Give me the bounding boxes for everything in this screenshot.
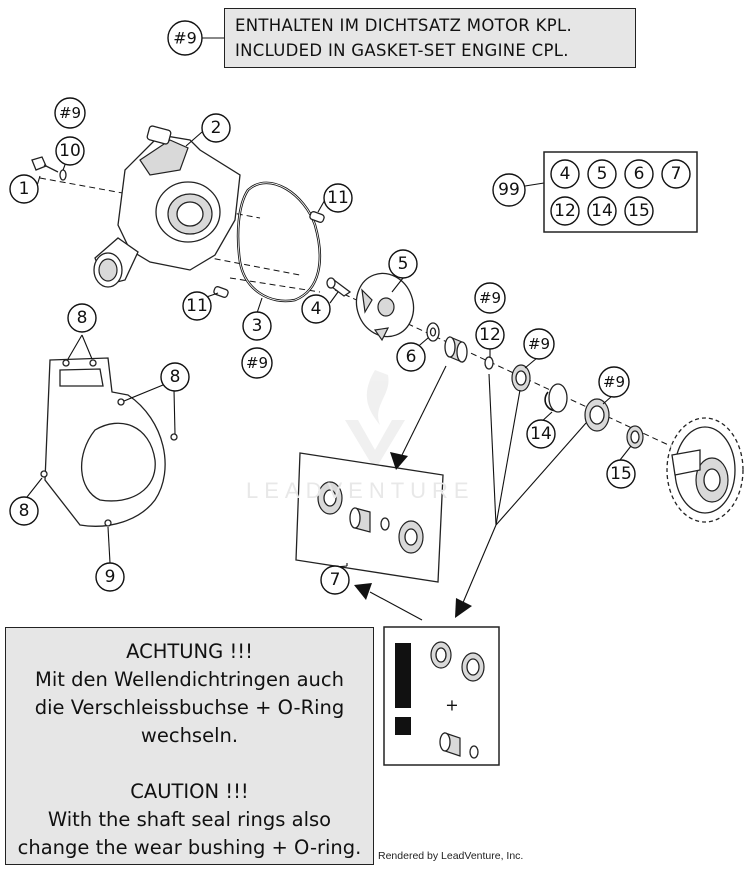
callout-7: 7 [320, 565, 350, 595]
kit-contents-box: 4 5 6 7 12 14 15 [543, 151, 698, 233]
svg-text:2: 2 [211, 118, 222, 138]
svg-text:4: 4 [311, 299, 322, 319]
caution-title-en: CAUTION !!! [130, 780, 249, 803]
shaft-components [426, 322, 644, 449]
kit-item: 5 [597, 164, 608, 184]
svg-text:3: 3 [252, 316, 263, 336]
callout-5: 5 [388, 249, 418, 279]
svg-text:5: 5 [398, 254, 409, 274]
kit-item: 14 [591, 201, 613, 221]
callout-8: 8 [160, 362, 190, 392]
caution-title-de: ACHTUNG !!! [126, 640, 253, 663]
svg-text:#9: #9 [173, 29, 197, 48]
callout-15: 15 [606, 459, 636, 489]
callout-9-ref: #9 [598, 366, 630, 398]
svg-text:9: 9 [105, 567, 116, 587]
callout-1: 1 [9, 174, 39, 204]
callout-9-ref-header: #9 [167, 20, 203, 56]
callout-2: 2 [201, 113, 231, 143]
callout-6: 6 [396, 342, 426, 372]
kit-item: 12 [554, 201, 576, 221]
kit-item: 15 [628, 201, 650, 221]
callout-4: 4 [301, 294, 331, 324]
seal-kit-inset [295, 452, 444, 583]
callout-9-ref: #9 [54, 97, 86, 129]
callout-14: 14 [526, 419, 556, 449]
callout-8: 8 [67, 303, 97, 333]
gasket-set-note: ENTHALTEN IM DICHTSATZ MOTOR KPL. INCLUD… [224, 8, 636, 68]
gasket-set-note-de: ENTHALTEN IM DICHTSATZ MOTOR KPL. [235, 16, 572, 35]
svg-text:#9: #9 [59, 104, 81, 122]
callout-9: 9 [95, 562, 125, 592]
svg-text:#9: #9 [479, 289, 501, 307]
caution-line-de: die Verschleissbuchse + O-Ring [34, 696, 345, 719]
svg-text:1: 1 [19, 179, 30, 199]
svg-text:8: 8 [19, 501, 30, 521]
kit-item: 4 [560, 164, 571, 184]
leader-lines [26, 37, 632, 621]
caution-line-en: With the shaft seal rings also [47, 808, 332, 831]
callout-11: 11 [182, 291, 212, 321]
dowel-pins [213, 211, 325, 298]
svg-text:6: 6 [406, 347, 417, 367]
callout-9-ref: #9 [523, 328, 555, 360]
impeller [326, 272, 415, 342]
callout-8: 8 [9, 496, 39, 526]
svg-text:11: 11 [327, 188, 349, 208]
pump-housing [93, 125, 241, 288]
kit-item: 7 [671, 164, 682, 184]
kit-item: 6 [634, 164, 645, 184]
gasket-set-note-en: INCLUDED IN GASKET-SET ENGINE CPL. [235, 41, 569, 60]
svg-text:14: 14 [530, 424, 552, 444]
callout-9-ref: #9 [241, 347, 273, 379]
callout-9-ref: #9 [474, 282, 506, 314]
svg-text:8: 8 [77, 308, 88, 328]
svg-text:10: 10 [59, 141, 81, 161]
caution-line-de: Mit den Wellendichtringen auch [35, 668, 344, 691]
svg-text:#9: #9 [603, 373, 625, 391]
plus-sign: + [445, 696, 458, 715]
footer-credit: Rendered by LeadVenture, Inc. [378, 850, 524, 862]
svg-text:11: 11 [186, 296, 208, 316]
svg-text:8: 8 [170, 367, 181, 387]
svg-text:#9: #9 [246, 354, 268, 372]
svg-text:#9: #9 [528, 335, 550, 353]
caution-box: ACHTUNG !!! Mit den Wellendichtringen au… [5, 627, 374, 865]
watermark-text: LEADVENTURE [246, 478, 475, 503]
pump-housing-gasket [40, 357, 178, 527]
watermark-logo [345, 370, 405, 470]
caution-line-en: change the wear bushing + O-ring. [17, 836, 362, 859]
callout-10: 10 [55, 136, 85, 166]
warning-icon-box [383, 626, 500, 766]
drive-gear [666, 417, 744, 523]
callout-12: 12 [475, 320, 505, 350]
svg-text:7: 7 [330, 570, 341, 590]
pump-cover-gasket-ring [236, 181, 322, 303]
callout-11: 11 [323, 183, 353, 213]
bolt [31, 156, 67, 181]
svg-text:99: 99 [498, 180, 520, 200]
svg-text:12: 12 [479, 325, 501, 345]
svg-text:15: 15 [610, 464, 632, 484]
caution-line-de: wechseln. [140, 724, 239, 747]
callout-99: 99 [492, 173, 526, 207]
callout-3: 3 [242, 311, 272, 341]
